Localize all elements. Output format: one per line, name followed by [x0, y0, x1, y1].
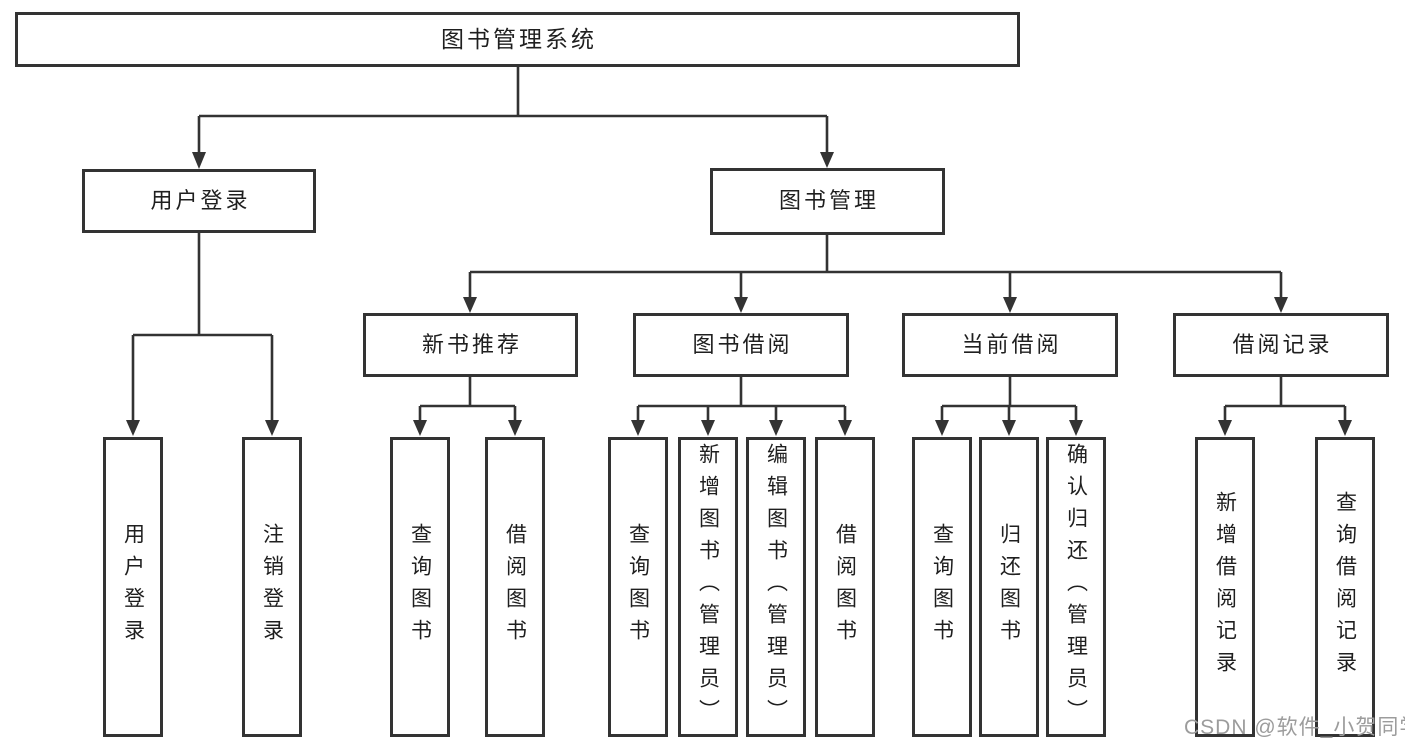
node-label: 借阅图书 — [833, 523, 857, 651]
node-label: 查询图书 — [930, 523, 954, 651]
node-query-borrow-record: 查询借阅记录 — [1315, 437, 1375, 737]
connector-borrow-records-to-children — [1218, 377, 1352, 436]
node-label: 图书管理 — [778, 188, 879, 214]
node-new-book-recommend: 新书推荐 — [363, 313, 578, 377]
node-label: 借阅图书 — [503, 523, 527, 651]
node-label: 归还图书 — [997, 523, 1021, 651]
node-borrow-books-action: 借阅图书 — [815, 437, 875, 737]
node-label: 图书借阅 — [692, 331, 793, 357]
node-query-books-borrow: 查询图书 — [608, 437, 668, 737]
node-label: 新书推荐 — [421, 331, 522, 357]
connector-user-login-to-children — [126, 232, 279, 436]
connector-root-to-level2 — [192, 67, 834, 169]
node-current-borrow: 当前借阅 — [902, 313, 1118, 377]
node-borrow-records: 借阅记录 — [1173, 313, 1389, 377]
node-book-management: 图书管理 — [710, 168, 945, 235]
node-add-borrow-record: 新增借阅记录 — [1195, 437, 1255, 737]
connector-new-book-to-children — [413, 377, 522, 436]
node-label: 图书管理系统 — [441, 25, 597, 52]
csdn-watermark: CSDN @软件_小贺同学 — [1184, 716, 1405, 739]
node-query-books-recommend: 查询图书 — [390, 437, 450, 737]
node-borrow-books-recommend: 借阅图书 — [485, 437, 545, 737]
node-label: 确认归还（管理员） — [1064, 443, 1088, 731]
node-user-login-action: 用户登录 — [103, 437, 163, 737]
node-logout-action: 注销登录 — [242, 437, 302, 737]
node-label: 当前借阅 — [961, 331, 1062, 357]
node-user-login: 用户登录 — [82, 169, 316, 233]
node-label: 借阅记录 — [1232, 331, 1333, 357]
node-label: 新增图书（管理员） — [696, 443, 720, 731]
connector-book-borrow-to-children — [631, 377, 852, 436]
node-edit-books-admin: 编辑图书（管理员） — [746, 437, 806, 737]
node-label: 查询借阅记录 — [1333, 491, 1357, 683]
node-return-books: 归还图书 — [979, 437, 1039, 737]
connector-current-borrow-to-children — [935, 377, 1083, 436]
node-label: 注销登录 — [260, 523, 284, 651]
node-query-books-current: 查询图书 — [912, 437, 972, 737]
node-label: 新增借阅记录 — [1213, 491, 1237, 683]
node-label: 查询图书 — [626, 523, 650, 651]
node-label: 编辑图书（管理员） — [764, 443, 788, 731]
node-add-books-admin: 新增图书（管理员） — [678, 437, 738, 737]
node-label: 用户登录 — [121, 523, 145, 651]
node-book-borrow: 图书借阅 — [633, 313, 849, 377]
node-library-management-system: 图书管理系统 — [15, 12, 1020, 67]
node-confirm-return-admin: 确认归还（管理员） — [1046, 437, 1106, 737]
node-label: 查询图书 — [408, 523, 432, 651]
node-label: 用户登录 — [150, 187, 251, 213]
connector-book-mgmt-to-level3 — [463, 234, 1288, 313]
